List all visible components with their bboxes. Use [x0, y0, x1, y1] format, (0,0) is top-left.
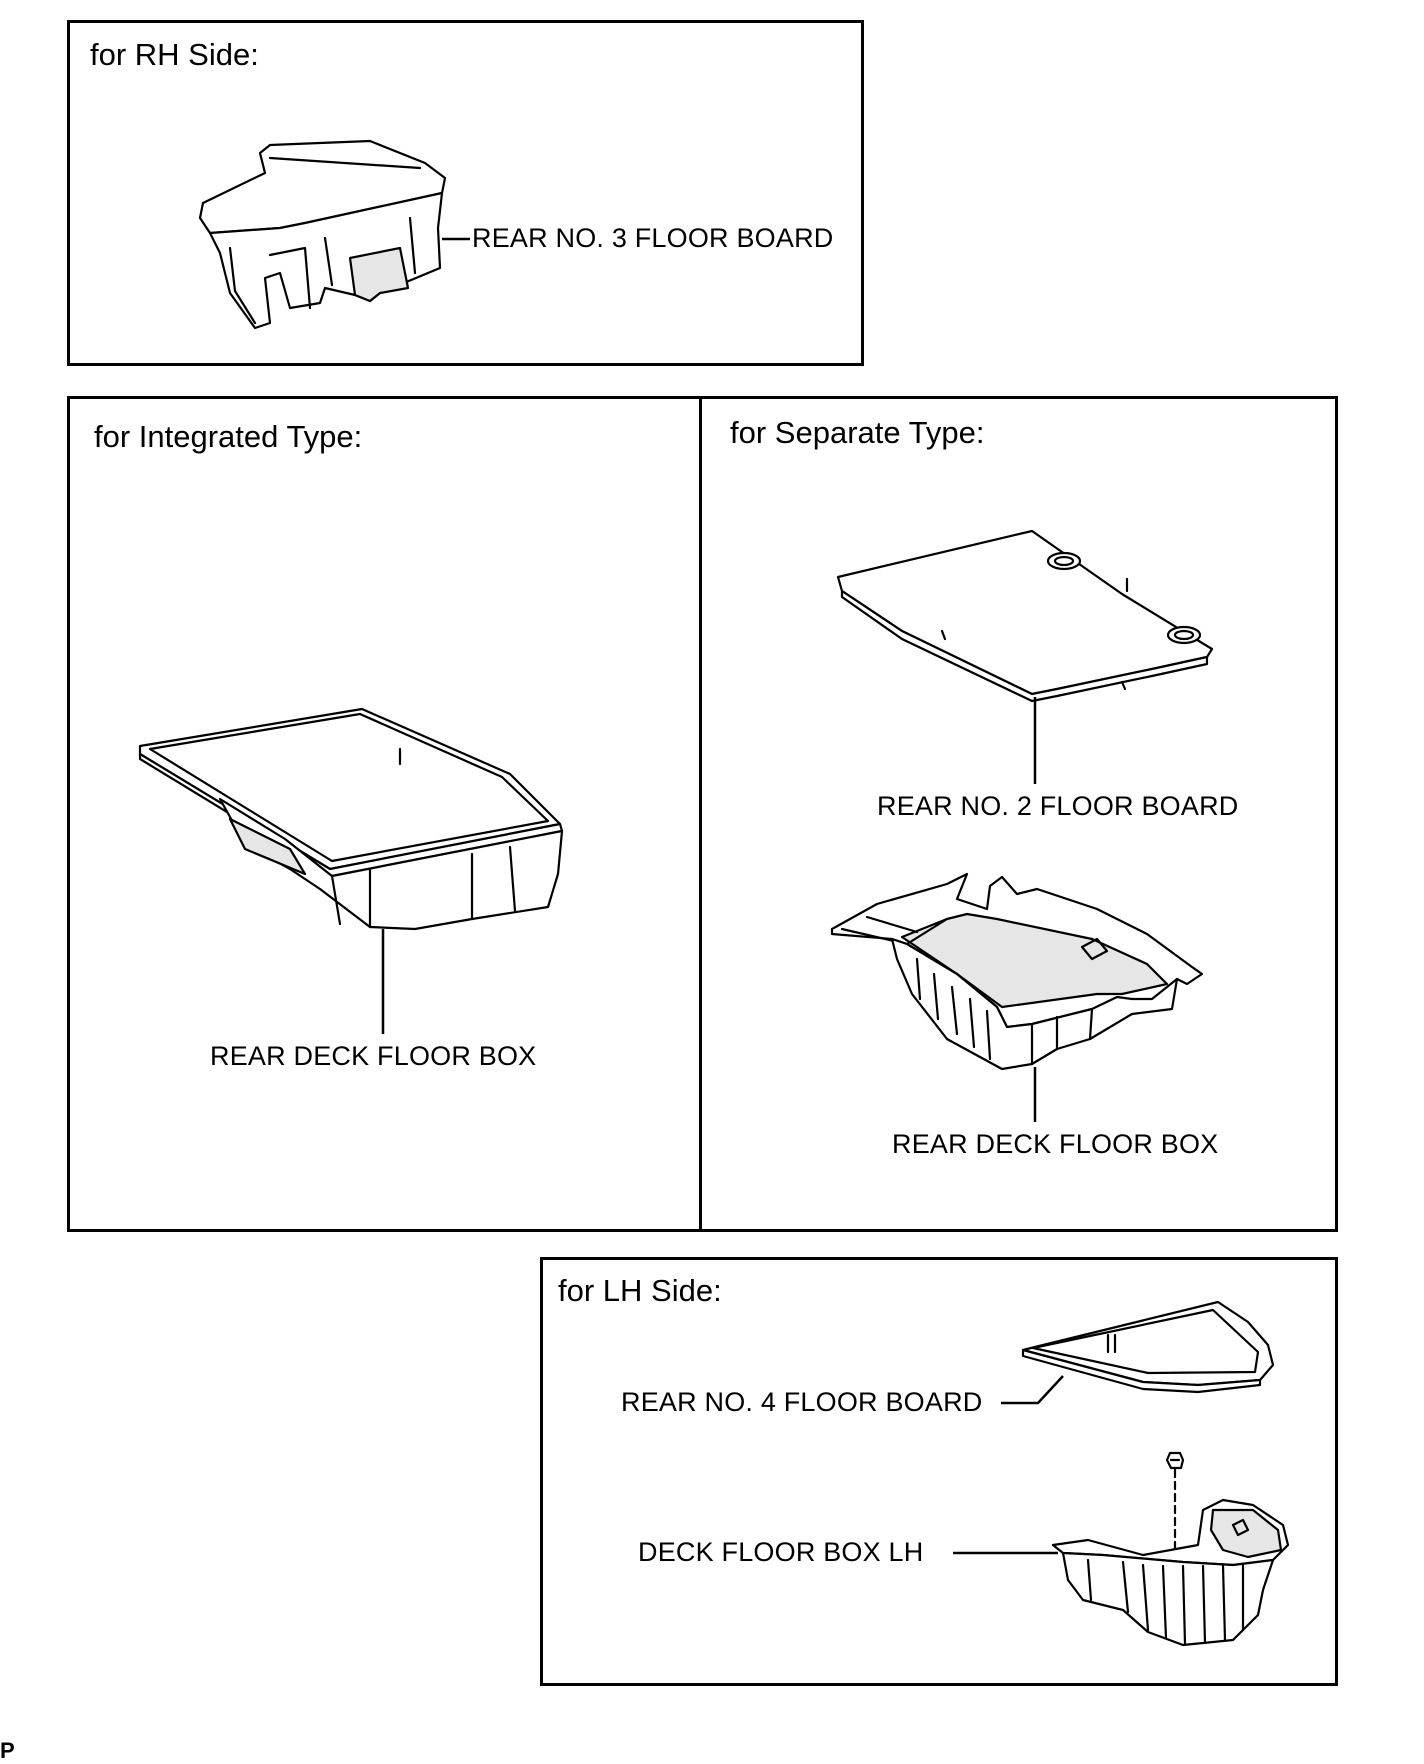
rear-no4-floor-board-drawing	[1021, 1300, 1275, 1394]
label-rear-deck-floor-box-separate: REAR DECK FLOOR BOX	[892, 1129, 1219, 1159]
rear-no3-floor-board-leader	[442, 237, 470, 241]
footer-code: P	[0, 1738, 15, 1763]
rear-deck-floor-box-separate-drawing	[830, 872, 1204, 1071]
deck-floor-box-lh-drawing	[1051, 1451, 1290, 1647]
label-rear-deck-floor-box-integrated: REAR DECK FLOOR BOX	[210, 1041, 537, 1071]
panel-integrated-type: for Integrated Type: REAR DECK FLOOR BOX	[67, 396, 702, 1232]
lh-side-leaders	[953, 1375, 1064, 1555]
panel-title: for Integrated Type:	[94, 419, 363, 454]
panel-title: for RH Side:	[90, 37, 259, 72]
rear-no2-floor-board-drawing	[836, 529, 1214, 703]
separate-type-leaders	[1033, 697, 1037, 1122]
label-deck-floor-box-lh: DECK FLOOR BOX LH	[638, 1537, 924, 1567]
panel-title: for Separate Type:	[730, 415, 985, 450]
label-rear-no2-floor-board: REAR NO. 2 FLOOR BOARD	[877, 791, 1239, 821]
rear-no3-floor-board-drawing	[198, 139, 447, 330]
panel-separate-type: for Separate Type: REAR NO. 2 FL	[699, 396, 1338, 1232]
panel-lh-side: for LH Side: REAR NO. 4 FLOOR BOARD DECK…	[540, 1257, 1338, 1686]
panel-rh-side: for RH Side: REAR NO. 3 FLOOR BOARD	[67, 20, 864, 366]
rear-deck-floor-box-integrated-drawing	[138, 707, 564, 931]
label-rear-no4-floor-board: REAR NO. 4 FLOOR BOARD	[621, 1387, 983, 1417]
rear-deck-floor-box-integrated-leader	[381, 929, 385, 1034]
panel-title: for LH Side:	[558, 1273, 722, 1308]
label-rear-no3-floor-board: REAR NO. 3 FLOOR BOARD	[472, 223, 834, 253]
